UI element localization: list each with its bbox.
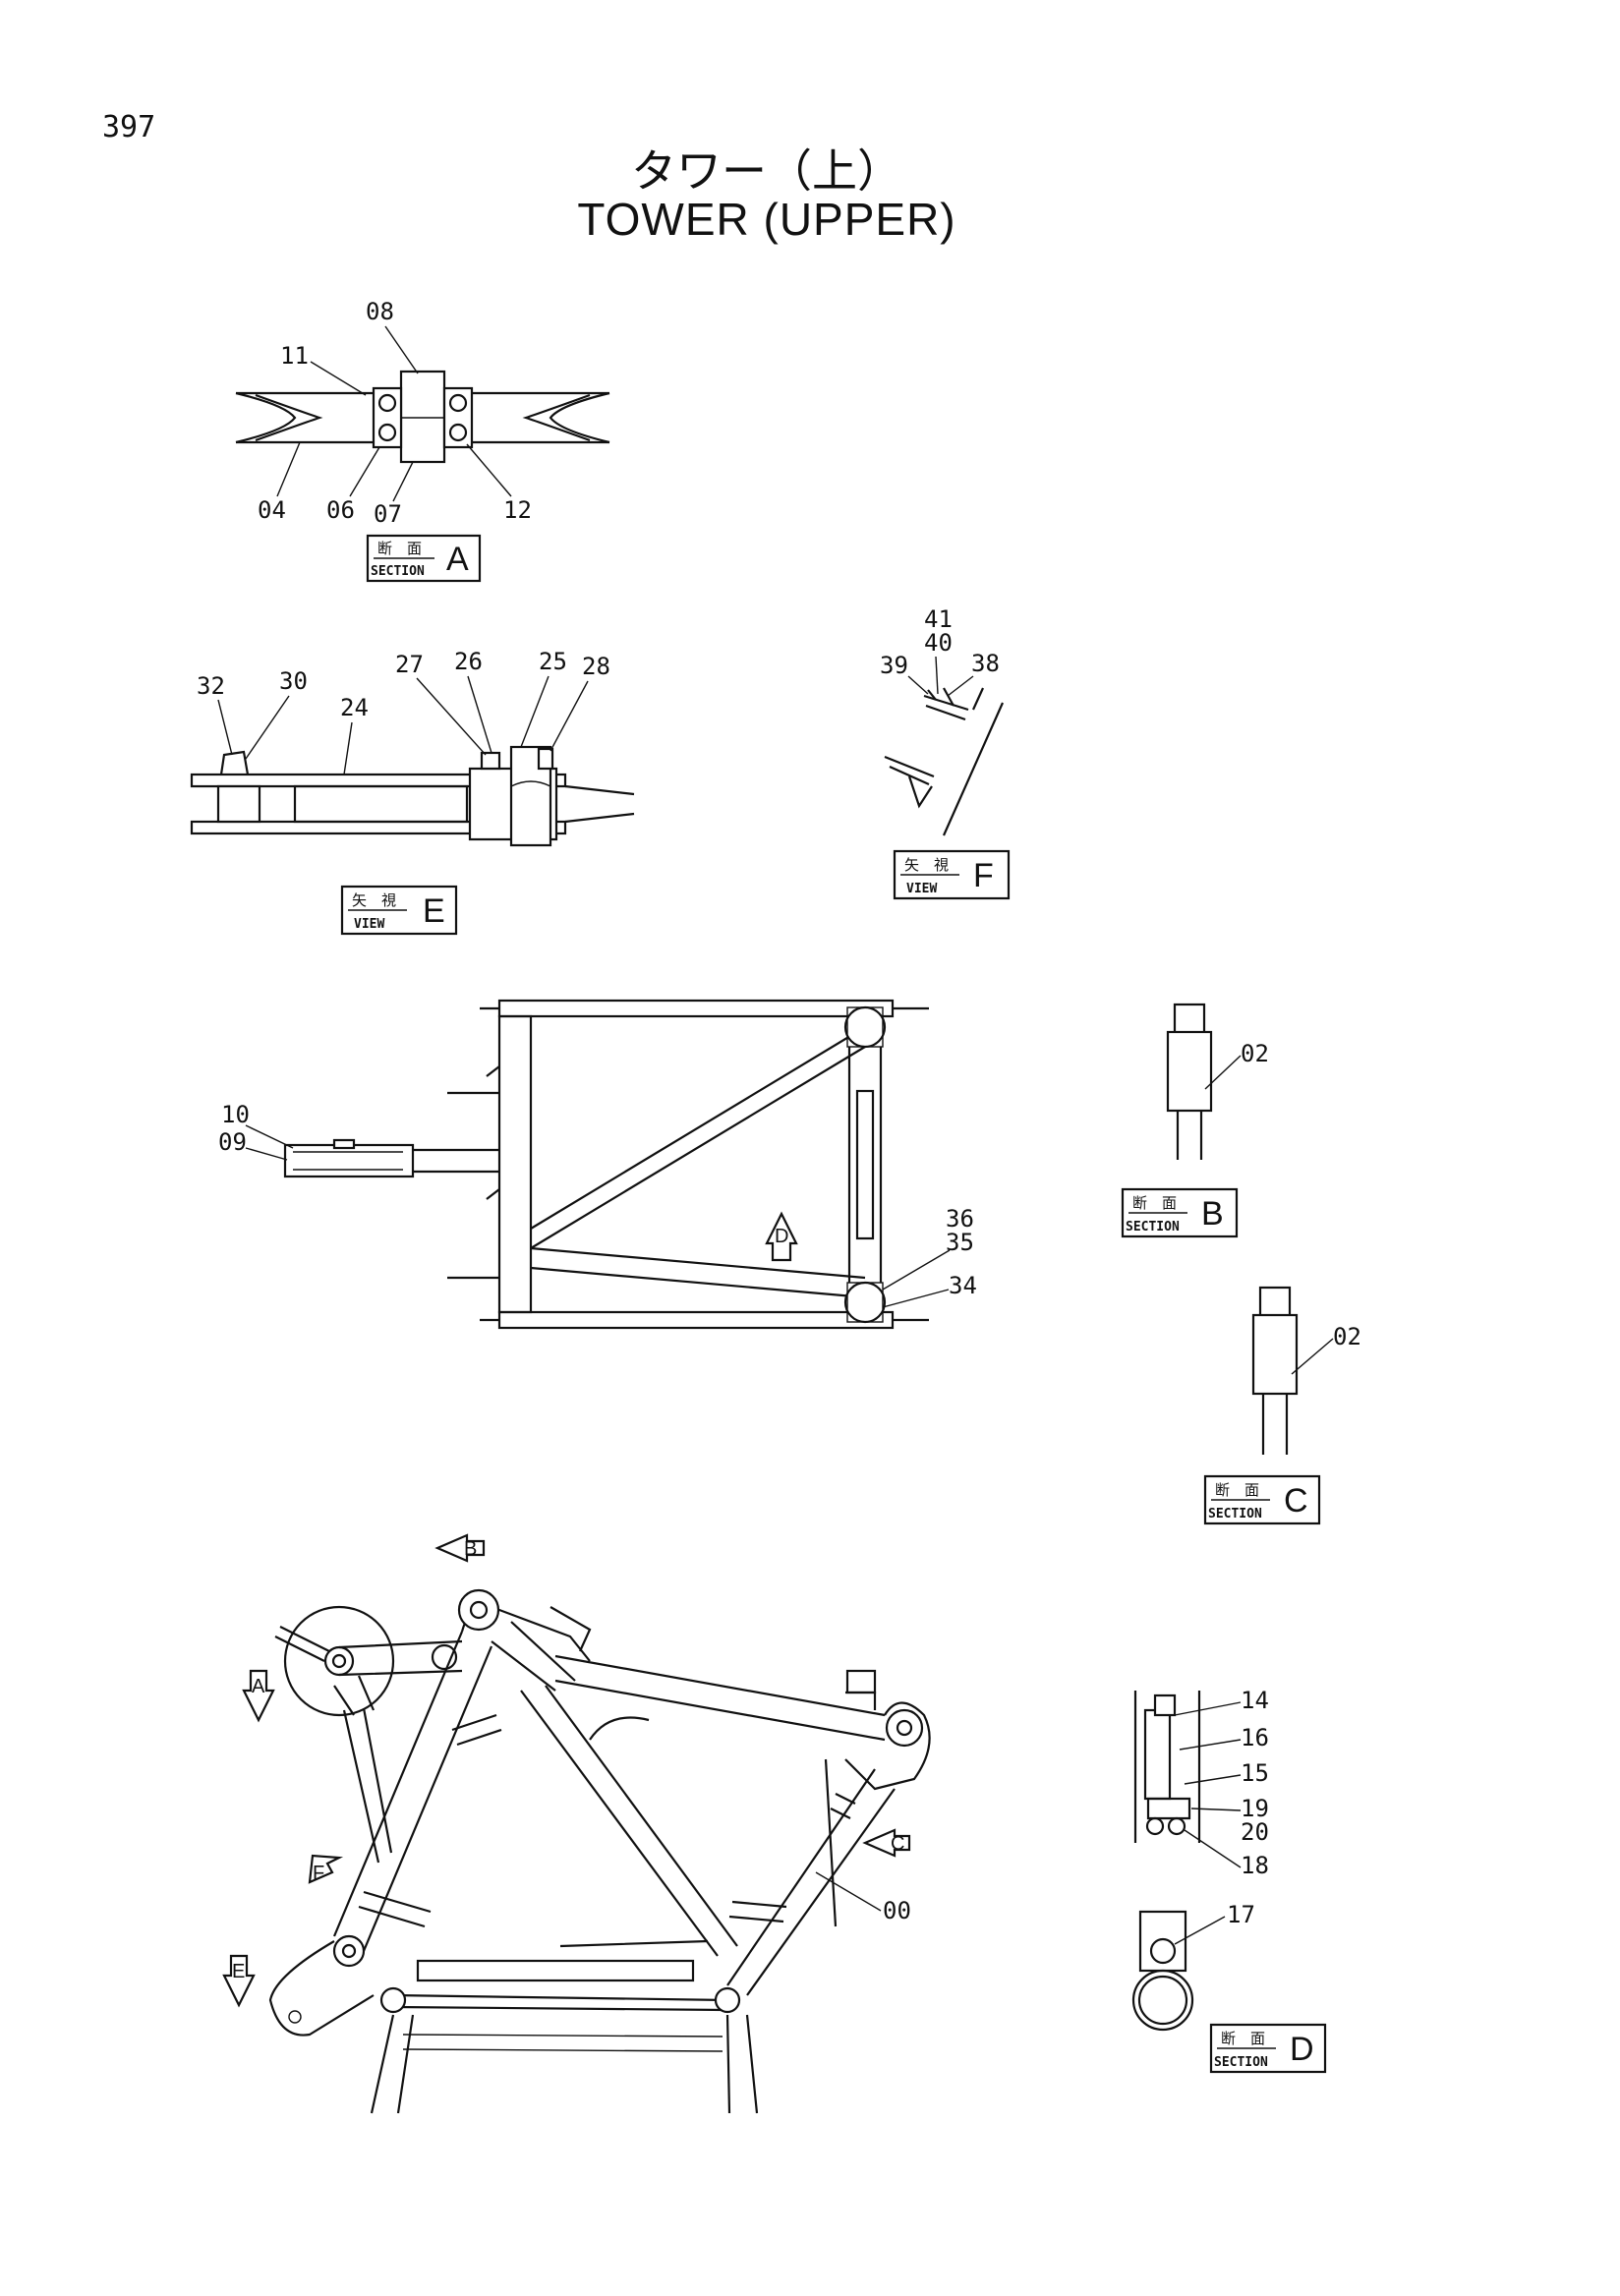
callout-20: 20 <box>1241 1818 1269 1846</box>
plan-view-callouts: 10 09 36 35 34 <box>218 1101 977 1308</box>
svg-text:B: B <box>464 1538 477 1560</box>
arrow-d: D <box>765 1211 798 1262</box>
arrow-e: E <box>222 1954 256 2008</box>
svg-text:SECTION: SECTION <box>371 564 425 579</box>
callout-07: 07 <box>374 500 402 528</box>
svg-text:E: E <box>232 1961 245 1982</box>
svg-text:SECTION: SECTION <box>1214 2055 1268 2070</box>
arrow-a: A <box>242 1669 275 1723</box>
callout-14: 14 <box>1241 1687 1269 1714</box>
arrow-b: B <box>434 1533 486 1563</box>
callout-40: 40 <box>924 629 953 657</box>
svg-text:断 面: 断 面 <box>1221 2030 1265 2047</box>
svg-text:SECTION: SECTION <box>1208 1507 1262 1521</box>
elevation-drawing <box>268 1588 931 2114</box>
section-c-tag: 断 面 SECTION C <box>1203 1474 1321 1525</box>
callout-41: 41 <box>924 605 953 633</box>
callout-39: 39 <box>880 652 908 679</box>
view-f-tag: 矢 視 VIEW F <box>893 849 1011 900</box>
callout-28: 28 <box>582 653 610 680</box>
svg-text:F: F <box>313 1863 324 1884</box>
callout-27: 27 <box>395 651 424 678</box>
callout-00: 00 <box>883 1897 911 1924</box>
section-d-tag: 断 面 SECTION D <box>1209 2023 1327 2074</box>
svg-text:矢 視: 矢 視 <box>904 856 949 874</box>
view-e-drawing <box>190 745 635 847</box>
callout-26: 26 <box>454 648 483 675</box>
callout-38: 38 <box>971 650 1000 677</box>
callout-18: 18 <box>1241 1852 1269 1879</box>
svg-text:断 面: 断 面 <box>1132 1194 1177 1212</box>
section-c-drawing <box>1251 1286 1299 1455</box>
callout-06: 06 <box>326 496 355 524</box>
svg-text:断 面: 断 面 <box>1215 1481 1259 1499</box>
svg-text:断 面: 断 面 <box>377 540 422 557</box>
callout-16: 16 <box>1241 1724 1269 1751</box>
svg-text:矢 視: 矢 視 <box>352 891 396 909</box>
callout-08: 08 <box>366 298 394 325</box>
callout-32: 32 <box>197 672 225 700</box>
title-english: TOWER (UPPER) <box>577 194 956 245</box>
arrow-c: C <box>862 1828 911 1858</box>
page-number: 397 <box>102 110 156 144</box>
title-japanese: タワー（上） <box>631 144 902 198</box>
callout-34: 34 <box>949 1272 977 1299</box>
section-a-letter: A <box>446 541 469 578</box>
section-b-tag: 断 面 SECTION B <box>1121 1187 1239 1238</box>
view-f-callouts: 41 40 39 38 <box>880 605 1000 697</box>
callout-36: 36 <box>946 1205 974 1233</box>
view-e-letter: E <box>423 892 445 930</box>
section-a-tag: 断 面 SECTION A <box>366 534 482 583</box>
callout-24: 24 <box>340 694 369 721</box>
callout-25: 25 <box>539 648 567 675</box>
view-f-drawing <box>884 687 1005 836</box>
section-d-drawing <box>1131 1691 1201 2032</box>
section-a-callouts: 08 11 04 06 07 12 <box>258 298 532 528</box>
view-e-tag: 矢 視 VIEW E <box>340 885 458 936</box>
view-e-callouts: 32 30 24 27 26 25 28 <box>197 648 610 775</box>
callout-04: 04 <box>258 496 286 524</box>
section-b-callout-02: 02 <box>1241 1040 1269 1067</box>
callout-10: 10 <box>221 1101 250 1128</box>
svg-text:VIEW: VIEW <box>354 917 384 932</box>
section-d-letter: D <box>1290 2031 1314 2068</box>
section-c-callout-02: 02 <box>1333 1323 1361 1350</box>
callout-12: 12 <box>503 496 532 524</box>
callout-19: 19 <box>1241 1795 1269 1822</box>
section-a-drawing <box>235 370 610 464</box>
plan-view-drawing <box>283 999 929 1330</box>
callout-09: 09 <box>218 1128 247 1156</box>
svg-text:A: A <box>252 1676 265 1697</box>
section-d-callouts: 14 16 15 19 20 18 17 <box>1174 1687 1269 1945</box>
svg-text:VIEW: VIEW <box>906 882 937 896</box>
section-b-drawing <box>1166 1003 1213 1160</box>
callout-15: 15 <box>1241 1759 1269 1787</box>
section-c-letter: C <box>1284 1482 1308 1520</box>
callout-11: 11 <box>280 342 309 370</box>
view-f-letter: F <box>973 857 994 894</box>
svg-text:D: D <box>775 1226 788 1247</box>
arrow-f: F <box>308 1854 344 1884</box>
svg-text:C: C <box>891 1833 904 1855</box>
svg-text:SECTION: SECTION <box>1126 1220 1180 1234</box>
callout-35: 35 <box>946 1229 974 1256</box>
elevation-callouts: 00 <box>815 1871 911 1924</box>
section-b-letter: B <box>1201 1195 1224 1233</box>
callout-17: 17 <box>1227 1901 1255 1928</box>
callout-30: 30 <box>279 667 308 695</box>
